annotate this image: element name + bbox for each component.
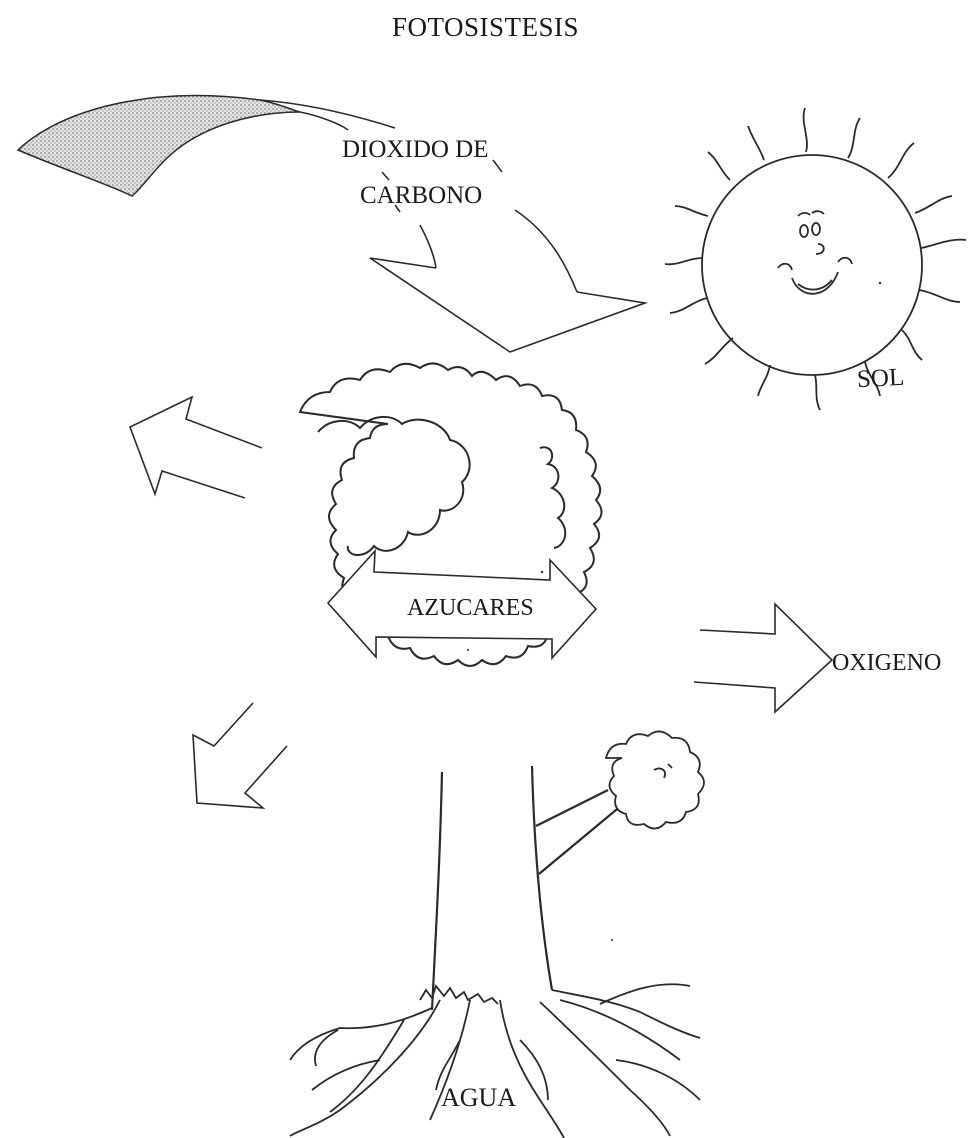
smiling-sun-icon xyxy=(665,108,966,410)
tree-roots xyxy=(290,984,700,1138)
sun-label: SOL xyxy=(856,365,904,392)
tree-trunk xyxy=(432,766,628,1010)
co2-label-line2: CARBONO xyxy=(360,183,482,208)
co2-label-line1: DIOXIDO DE xyxy=(342,137,489,162)
sugars-label: AZUCARES xyxy=(407,596,534,620)
oxygen-arrow xyxy=(694,604,832,712)
page-title: FOTOSISTESIS xyxy=(392,14,579,41)
output-arrow-upper-left xyxy=(130,397,262,498)
cloud-icon xyxy=(18,96,395,196)
water-label: AGUA xyxy=(441,1085,516,1111)
output-arrow-lower-left xyxy=(193,703,287,808)
small-tree-icon xyxy=(606,731,704,828)
oxygen-label: OXIGENO xyxy=(832,651,941,675)
